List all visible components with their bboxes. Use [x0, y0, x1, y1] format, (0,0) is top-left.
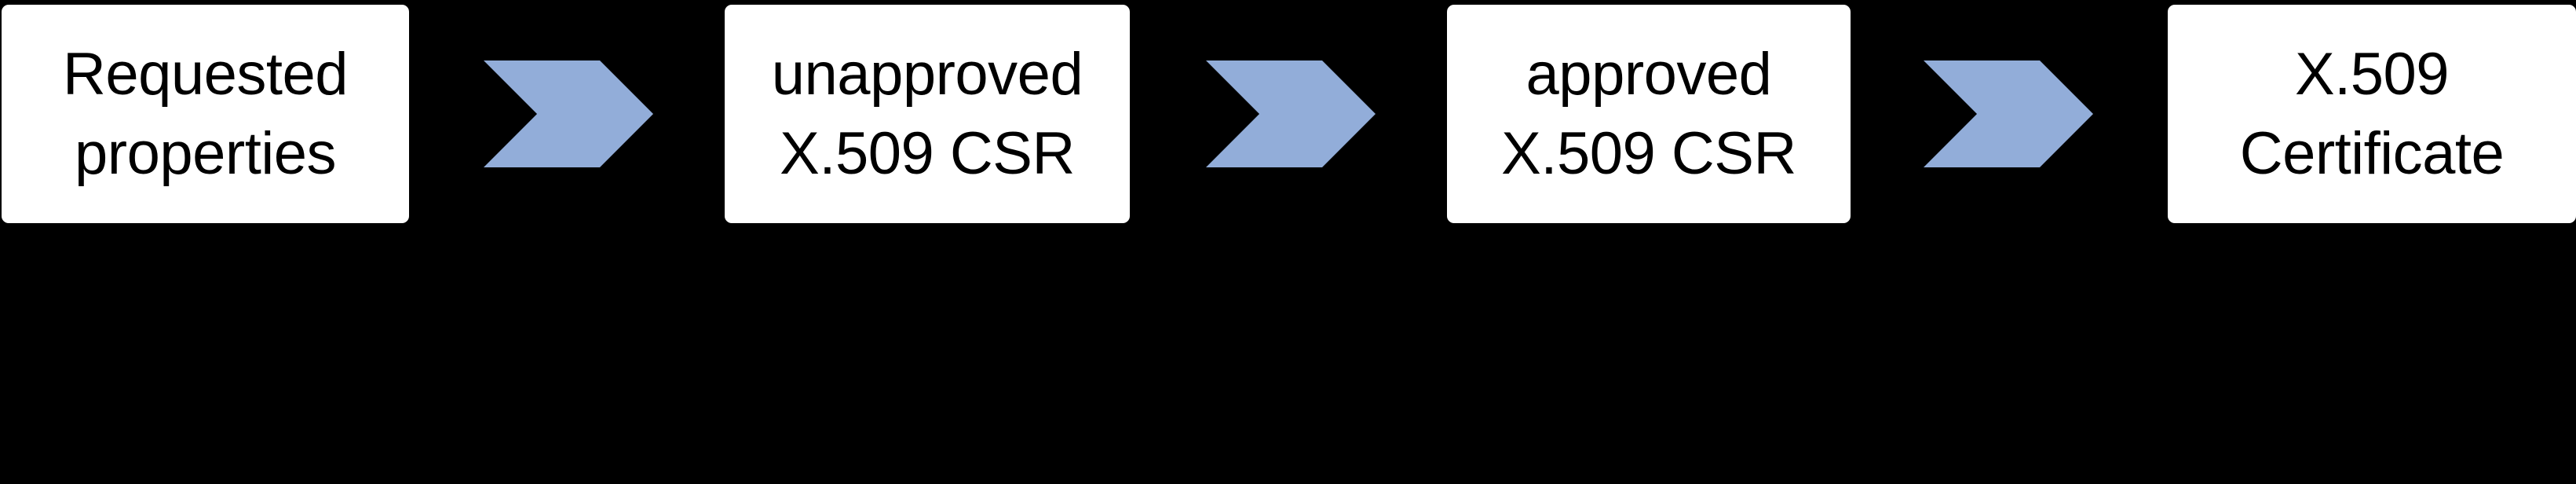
process-box-requested-properties[interactable]: Requested properties	[2, 5, 409, 223]
process-box-label-line1: X.509	[2294, 40, 2450, 108]
chevron-right-icon	[1924, 60, 2093, 167]
process-box-label-line1: approved	[1526, 40, 1772, 108]
chevron-right-icon	[484, 60, 653, 167]
process-box-label-line1: unapproved	[771, 40, 1083, 108]
process-box-label-line2: X.509 CSR	[1501, 120, 1796, 187]
process-box-label-line2: properties	[75, 120, 336, 187]
process-box-x509-certificate[interactable]: X.509 Certificate	[2168, 5, 2576, 223]
process-box-unapproved-csr[interactable]: unapproved X.509 CSR	[725, 5, 1130, 223]
process-box-label-line2: Certificate	[2239, 120, 2505, 187]
process-box-label-line2: X.509 CSR	[780, 120, 1075, 187]
process-box-approved-csr[interactable]: approved X.509 CSR	[1447, 5, 1851, 223]
chevron-right-icon	[1206, 60, 1376, 167]
process-box-label-line1: Requested	[62, 40, 349, 108]
